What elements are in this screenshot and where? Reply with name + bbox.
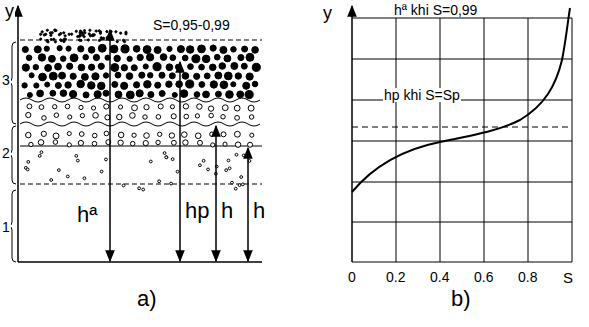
height-label: hp [184,200,210,222]
height-arrow [247,148,249,261]
wavy-boundary [20,122,260,126]
soil-grains [22,29,260,191]
tick-label: 0.2 [385,270,406,284]
tick-label: 0.4 [429,270,450,284]
height-label: h [252,200,266,222]
wavy-boundary [20,98,260,102]
tick-label: 0 [347,270,357,284]
height-label: h [220,200,234,222]
saturation-note: S=0,95-0,99 [152,18,231,32]
saturation-curve [352,8,570,192]
height-arrow [179,62,181,261]
axis-label: y [4,2,15,20]
grid [352,18,572,262]
top-boundary [20,40,262,41]
zone-number: 1 [1,220,11,234]
panel-label: a) [136,288,158,310]
layer-boundary [20,184,262,185]
height-arrow [215,126,217,261]
tick-label: 0.8 [517,270,538,284]
zone-number: 2 [1,146,11,160]
height-arrow [109,30,111,261]
y-axis [17,6,19,262]
curve-note: hp khi S=Sp [383,88,461,102]
ground-line [18,261,262,263]
zone-number: 3 [1,73,11,87]
hp-level [352,127,572,128]
y-axis [351,6,353,262]
axis-label: S [562,270,574,285]
curve-note: hª khi S=0,99 [393,3,478,17]
panel-label: b) [450,288,472,310]
axis-label: y [322,4,333,22]
tick-label: 0.6 [473,270,494,284]
height-label: hª [76,204,98,226]
